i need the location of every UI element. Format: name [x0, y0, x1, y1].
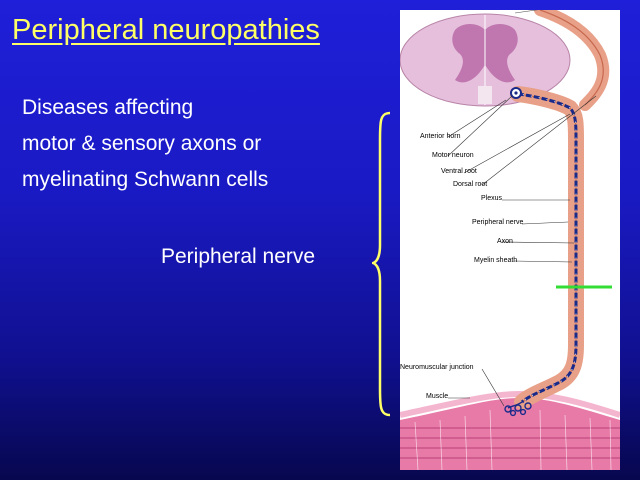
- curly-brace: [372, 111, 391, 417]
- neuromuscular-junction: [504, 401, 532, 417]
- label-dorsal-root: Dorsal root: [453, 181, 488, 188]
- muscle-tissue: [400, 390, 620, 470]
- neuron-illustration: [400, 10, 620, 470]
- label-muscle: Muscle: [426, 393, 449, 400]
- spinal-cord: [400, 10, 620, 107]
- label-motor-neuron: Motor neuron: [432, 152, 474, 159]
- leader-lines: [447, 95, 597, 407]
- slide-title: Peripheral neuropathies: [12, 14, 320, 46]
- bullet-line-2: motor & sensory axons or: [22, 132, 262, 155]
- peripheral-nerve-trunk: [510, 86, 584, 410]
- label-anterior-horn: Anterior horn: [420, 133, 461, 140]
- label-ventral-root: Ventral root: [441, 168, 477, 175]
- label-neuromuscular-junction: Neuromuscular junction: [400, 364, 474, 371]
- label-axon: Axon: [497, 238, 513, 245]
- dorsal-root: [514, 10, 610, 111]
- neuron-diagram: Anterior horn Motor neuron Ventral root …: [400, 10, 620, 470]
- bullet-list: Diseases affecting motor & sensory axons…: [22, 90, 268, 198]
- peripheral-nerve-label: Peripheral nerve: [161, 245, 316, 268]
- label-peripheral-nerve: Peripheral nerve: [472, 219, 524, 226]
- motor-neuron-cell: [510, 87, 522, 99]
- label-plexus: Plexus: [481, 195, 503, 202]
- bullet-line-1: Diseases affecting: [22, 96, 194, 119]
- bullet-line-3: myelinating Schwann cells: [22, 168, 269, 191]
- label-myelin-sheath: Myelin sheath: [474, 257, 518, 264]
